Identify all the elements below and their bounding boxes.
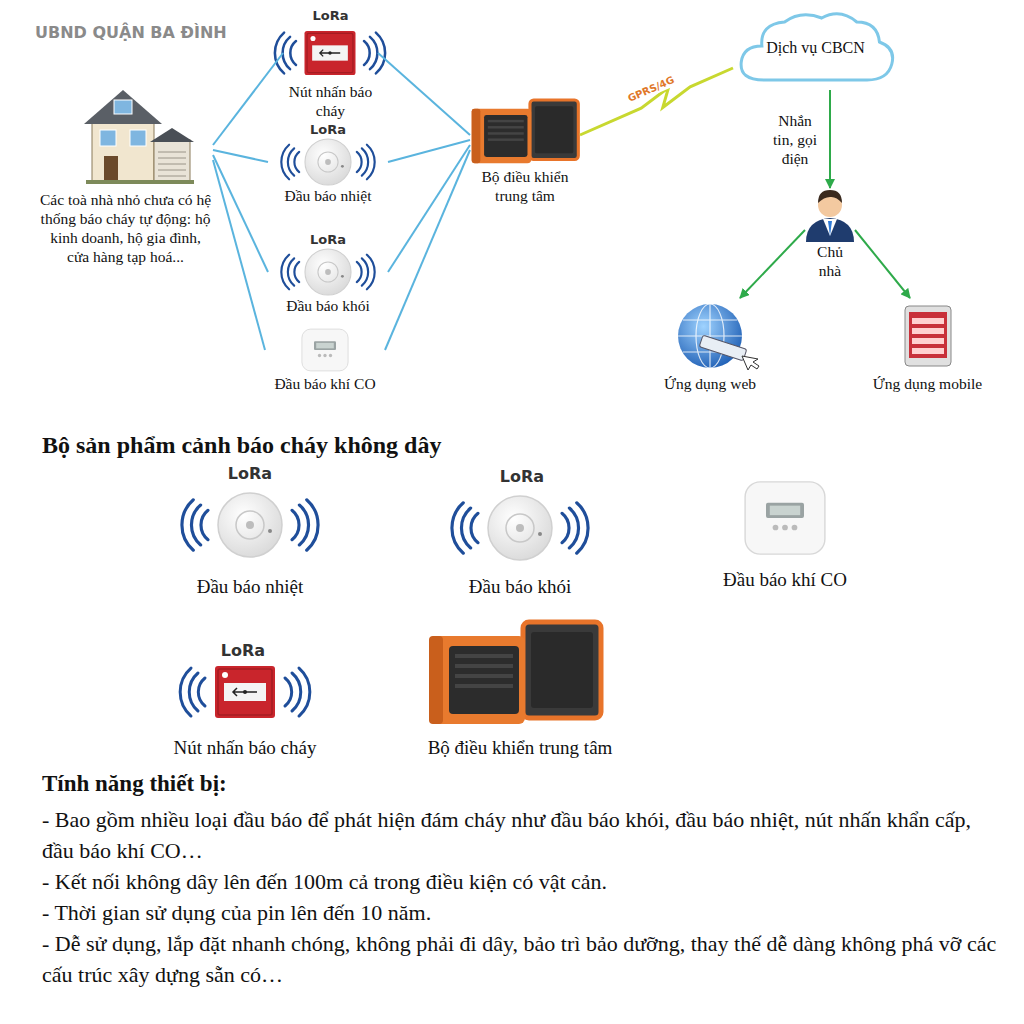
arrow xyxy=(740,230,805,298)
icon-space xyxy=(855,298,1000,374)
connector-line xyxy=(213,53,283,145)
connector-line xyxy=(388,140,470,162)
mobile-icon xyxy=(905,306,951,366)
edge-label: GPRS/4G xyxy=(624,72,678,105)
person-icon xyxy=(806,190,854,242)
building-group: Các toà nhà nhỏ chưa có hệ thống báo chá… xyxy=(38,85,213,266)
product-caption: Đầu báo nhiệt xyxy=(197,573,304,600)
co-detector: Đầu báo khí CO xyxy=(265,326,385,393)
product-caption: Đầu báo khói xyxy=(469,573,571,600)
icon-space xyxy=(268,138,388,186)
web-icon xyxy=(678,304,759,370)
feature-item: - Bao gồm nhiều loại đầu báo để phát hiệ… xyxy=(42,804,997,866)
icon-space xyxy=(268,248,388,296)
node-caption: Chủ nhà xyxy=(805,242,855,280)
node-caption: Bộ điều khiển trung tâm xyxy=(470,167,580,205)
features-heading: Tính năng thiết bị: xyxy=(42,768,227,800)
connector-line xyxy=(378,53,470,135)
protocol-label: LoRa xyxy=(221,640,265,662)
protocol-label: LoRa xyxy=(283,8,378,24)
arrow xyxy=(855,230,910,298)
smoke-detector: LoRaĐầu báo khói xyxy=(268,232,388,315)
product-icons xyxy=(180,482,825,724)
node-caption: Ứng dụng mobile xyxy=(855,374,1000,393)
node-caption: Các toà nhà nhỏ chưa có hệ thống báo chá… xyxy=(38,190,213,266)
feature-item: - Dễ sử dụng, lắp đặt nhanh chóng, không… xyxy=(42,928,997,990)
protocol-label: LoRa xyxy=(228,463,272,485)
edge-label: Nhắn tin, gọi điện xyxy=(768,111,822,168)
wireless-link xyxy=(580,68,733,135)
central-controller: Bộ điều khiển trung tâm xyxy=(470,95,580,205)
icon-space xyxy=(38,85,213,190)
connector-line xyxy=(213,155,268,272)
connector-line xyxy=(388,145,470,272)
icon-space xyxy=(805,188,855,242)
house-icon xyxy=(84,90,194,184)
connector-line xyxy=(213,160,265,350)
node-caption: Đầu báo nhiệt xyxy=(268,186,388,205)
cloud-service: Dịch vụ CBCN xyxy=(733,6,898,90)
node-caption: Dịch vụ CBCN xyxy=(766,39,865,57)
node-caption: Đầu báo khí CO xyxy=(265,374,385,393)
node-caption: Ứng dụng web xyxy=(650,374,770,393)
mobile-app: Ứng dụng mobile xyxy=(855,298,1000,393)
product-caption: Đầu báo khí CO xyxy=(723,566,847,593)
protocol-label: LoRa xyxy=(500,466,544,488)
icon-space xyxy=(470,95,580,167)
product-caption: Bộ điều khiển trung tâm xyxy=(428,734,613,761)
icon-space xyxy=(650,298,770,374)
section-title: Bộ sản phẩm cảnh báo cháy không dây xyxy=(42,428,441,462)
node-caption: Đầu báo khói xyxy=(268,296,388,315)
heat-detector: LoRaĐầu báo nhiệt xyxy=(268,122,388,205)
node-caption: Nút nhấn báo cháy xyxy=(283,82,378,120)
icon-space xyxy=(283,24,378,82)
web-app: Ứng dụng web xyxy=(650,298,770,393)
owner: Chủ nhà xyxy=(805,188,855,280)
watermark: UBND QUẬN BA ĐÌNH xyxy=(35,22,227,44)
connector-line xyxy=(213,150,268,162)
product-caption: Nút nhấn báo cháy xyxy=(174,734,317,761)
feature-item: - Kết nối không dây lên đến 100m cả tron… xyxy=(42,866,997,897)
arrow xyxy=(829,90,831,188)
call-point-device: LoRaNút nhấn báo cháy xyxy=(283,8,378,120)
icon-space xyxy=(265,326,385,374)
protocol-label: LoRa xyxy=(268,122,388,138)
connector-line xyxy=(385,150,470,350)
feature-item: - Thời gian sử dụng của pin lên đến 10 n… xyxy=(42,897,997,928)
protocol-label: LoRa xyxy=(268,232,388,248)
